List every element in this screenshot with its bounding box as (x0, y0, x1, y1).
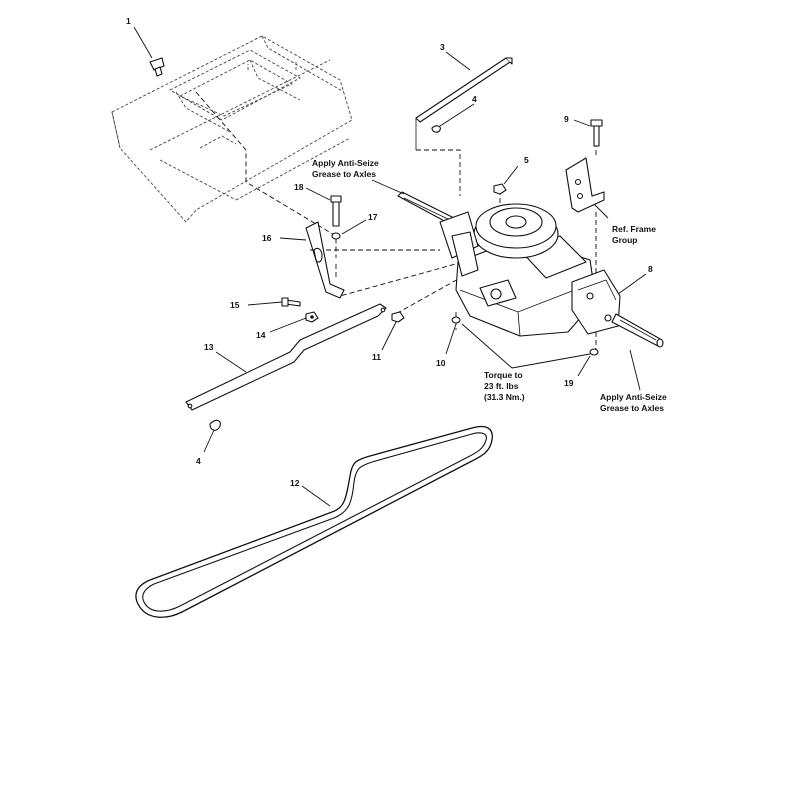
part-5-nut (493, 165, 519, 195)
callout-18: 18 (294, 182, 304, 192)
callout-3: 3 (440, 42, 445, 52)
note-anti-seize-bottom: Apply Anti-Seize Grease to Axles (600, 349, 667, 413)
torque-leader-right (511, 353, 591, 369)
frame-bracket (565, 157, 609, 219)
callout-15: 15 (230, 300, 240, 310)
callout-10: 10 (436, 358, 446, 368)
callout-4-bottom: 4 (196, 456, 201, 466)
part-3-rod (415, 51, 513, 150)
part-19-washer (577, 348, 599, 377)
callout-13: 13 (204, 342, 214, 352)
callout-14: 14 (256, 330, 266, 340)
note-ref-frame-line2: Group (612, 235, 638, 245)
callout-9: 9 (564, 114, 569, 124)
note-anti-seize-bottom-line1: Apply Anti-Seize (600, 392, 667, 402)
note-anti-seize-bottom-line2: Grease to Axles (600, 403, 664, 413)
part-18-bolt (305, 187, 342, 227)
callout-4-top: 4 (472, 94, 477, 104)
part-4-cotter-pin-top (431, 103, 475, 133)
part-17-washer (331, 219, 367, 240)
callout-1: 1 (126, 16, 131, 26)
note-anti-seize-top-line1: Apply Anti-Seize (312, 158, 379, 168)
part-12-drive-belt (135, 425, 493, 618)
torque-leader-left (461, 323, 513, 369)
part-16-bracket (279, 221, 345, 299)
callout-5: 5 (524, 155, 529, 165)
part-11-nut (381, 311, 405, 351)
note-anti-seize-top: Apply Anti-Seize Grease to Axles (312, 158, 405, 195)
part-1-bolt (133, 26, 165, 77)
part-4-cotter-pin-bottom (203, 419, 221, 453)
callout-11: 11 (372, 352, 381, 362)
note-torque: Torque to 23 ft. lbs (31.3 Nm.) (484, 370, 525, 402)
callout-8: 8 (648, 264, 653, 274)
callout-16: 16 (262, 233, 272, 243)
note-torque-line2: 23 ft. lbs (484, 381, 519, 391)
part-15-screw (247, 297, 301, 307)
transaxle-assembly (397, 191, 664, 348)
leader-8 (617, 273, 647, 295)
note-ref-frame: Ref. Frame Group (612, 224, 656, 245)
callout-12: 12 (290, 478, 300, 488)
part-13-shift-link (185, 303, 387, 411)
part-10-washer (445, 316, 461, 355)
note-ref-frame-line1: Ref. Frame (612, 224, 656, 234)
callout-19: 19 (564, 378, 574, 388)
note-torque-line1: Torque to (484, 370, 523, 380)
part-14-nut (269, 311, 319, 333)
callout-17: 17 (368, 212, 378, 222)
part-9-bolt (573, 119, 603, 147)
frame-reference (111, 35, 353, 223)
note-anti-seize-top-line2: Grease to Axles (312, 169, 376, 179)
note-torque-line3: (31.3 Nm.) (484, 392, 525, 402)
